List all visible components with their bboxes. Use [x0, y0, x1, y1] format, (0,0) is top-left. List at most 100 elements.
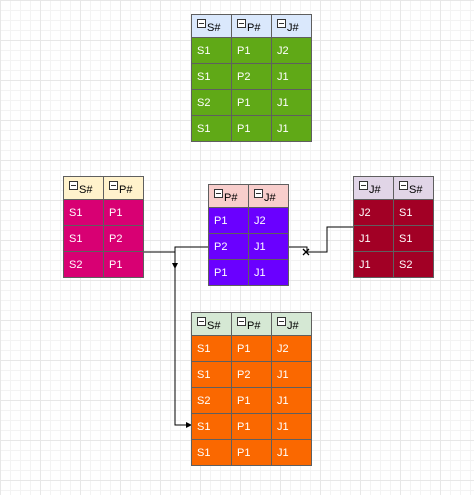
table-cell[interactable]: P1	[208, 207, 249, 234]
column-header[interactable]: P#	[208, 184, 249, 208]
table-cell[interactable]: J1	[271, 439, 312, 466]
table-cell[interactable]: S1	[191, 63, 232, 90]
collapse-toggle-icon[interactable]	[277, 18, 286, 28]
table-cell[interactable]: S2	[191, 387, 232, 414]
header-row: S# P#J#	[191, 312, 312, 336]
table-cell[interactable]: J1	[271, 413, 312, 440]
connector-js-to-pj[interactable]	[277, 226, 353, 253]
table-cell[interactable]: S1	[191, 115, 232, 142]
table-cell[interactable]: P2	[103, 225, 144, 252]
table-cell[interactable]: P2	[208, 233, 249, 260]
table-cell[interactable]: S2	[191, 89, 232, 116]
table-cell[interactable]: P1	[231, 413, 272, 440]
table-cell[interactable]: P1	[231, 89, 272, 116]
column-header[interactable]: J#	[271, 312, 312, 336]
table-cell[interactable]: P1	[231, 439, 272, 466]
collapse-toggle-icon[interactable]	[197, 316, 206, 326]
column-label: S#	[79, 183, 93, 196]
table-cell[interactable]: P2	[231, 63, 272, 90]
table-cell[interactable]: P2	[231, 361, 272, 388]
column-label: S#	[207, 319, 221, 332]
table-cell[interactable]: S1	[191, 361, 232, 388]
table-cell[interactable]: P1	[103, 199, 144, 226]
table-cell[interactable]: P1	[208, 259, 249, 286]
table-cell[interactable]: P1	[231, 335, 272, 362]
table-cell[interactable]: J1	[271, 387, 312, 414]
table-cell[interactable]: J1	[271, 115, 312, 142]
table-cell[interactable]: S2	[393, 251, 434, 278]
cross-marker	[302, 248, 310, 256]
table-cell[interactable]: J2	[248, 207, 289, 234]
table-cell[interactable]: S1	[191, 439, 232, 466]
column-label: P#	[119, 183, 133, 196]
header-row: J# S#	[353, 176, 434, 200]
table-cell[interactable]: S1	[393, 225, 434, 252]
header-row: P#J#	[208, 184, 289, 208]
table-cell[interactable]: P1	[231, 115, 272, 142]
header-row: S# P#	[63, 176, 144, 200]
column-header[interactable]: S#	[393, 176, 434, 200]
table-cell[interactable]: J1	[248, 259, 289, 286]
column-header[interactable]: S#	[191, 312, 232, 336]
table-cell[interactable]: S1	[63, 199, 104, 226]
column-header[interactable]: J#	[248, 184, 289, 208]
column-header[interactable]: S#	[63, 176, 104, 200]
column-header[interactable]: J#	[271, 14, 312, 38]
table-cell[interactable]: J1	[271, 63, 312, 90]
table-cell[interactable]: S1	[191, 335, 232, 362]
collapse-toggle-icon[interactable]	[214, 188, 223, 198]
connector-pj-to-result[interactable]	[174, 246, 208, 426]
collapse-toggle-icon[interactable]	[277, 316, 286, 326]
column-header[interactable]: J#	[353, 176, 394, 200]
table-cell[interactable]: P1	[231, 37, 272, 64]
table-cell[interactable]: J1	[353, 225, 394, 252]
table-cell[interactable]: J2	[271, 37, 312, 64]
collapse-toggle-icon[interactable]	[359, 180, 368, 190]
table-cell[interactable]: S1	[63, 225, 104, 252]
collapse-toggle-icon[interactable]	[399, 180, 408, 190]
table-cell[interactable]: S1	[191, 413, 232, 440]
column-label: P#	[247, 21, 261, 34]
collapse-toggle-icon[interactable]	[197, 18, 206, 28]
collapse-toggle-icon[interactable]	[109, 180, 118, 190]
table-cell[interactable]: J1	[248, 233, 289, 260]
collapse-toggle-icon[interactable]	[69, 180, 78, 190]
table-cell[interactable]: J2	[353, 199, 394, 226]
table-cell[interactable]: S1	[191, 37, 232, 64]
table-cell[interactable]: J1	[271, 89, 312, 116]
collapse-toggle-icon[interactable]	[237, 18, 246, 28]
table-cell[interactable]: S1	[393, 199, 434, 226]
table-cell[interactable]: J1	[271, 361, 312, 388]
collapse-toggle-icon[interactable]	[254, 188, 263, 198]
column-header[interactable]: P#	[103, 176, 144, 200]
column-header[interactable]: P#	[231, 14, 272, 38]
column-header[interactable]: S#	[191, 14, 232, 38]
table-cell[interactable]: S2	[63, 251, 104, 278]
table-cell[interactable]: J1	[353, 251, 394, 278]
table-cell[interactable]: P1	[231, 387, 272, 414]
column-header[interactable]: P#	[231, 312, 272, 336]
table-cell[interactable]: J2	[271, 335, 312, 362]
column-label: J#	[287, 21, 299, 34]
collapse-toggle-icon[interactable]	[237, 316, 246, 326]
table-cell[interactable]: P1	[103, 251, 144, 278]
header-row: S# P# J#	[191, 14, 312, 38]
column-label: J#	[369, 183, 381, 196]
